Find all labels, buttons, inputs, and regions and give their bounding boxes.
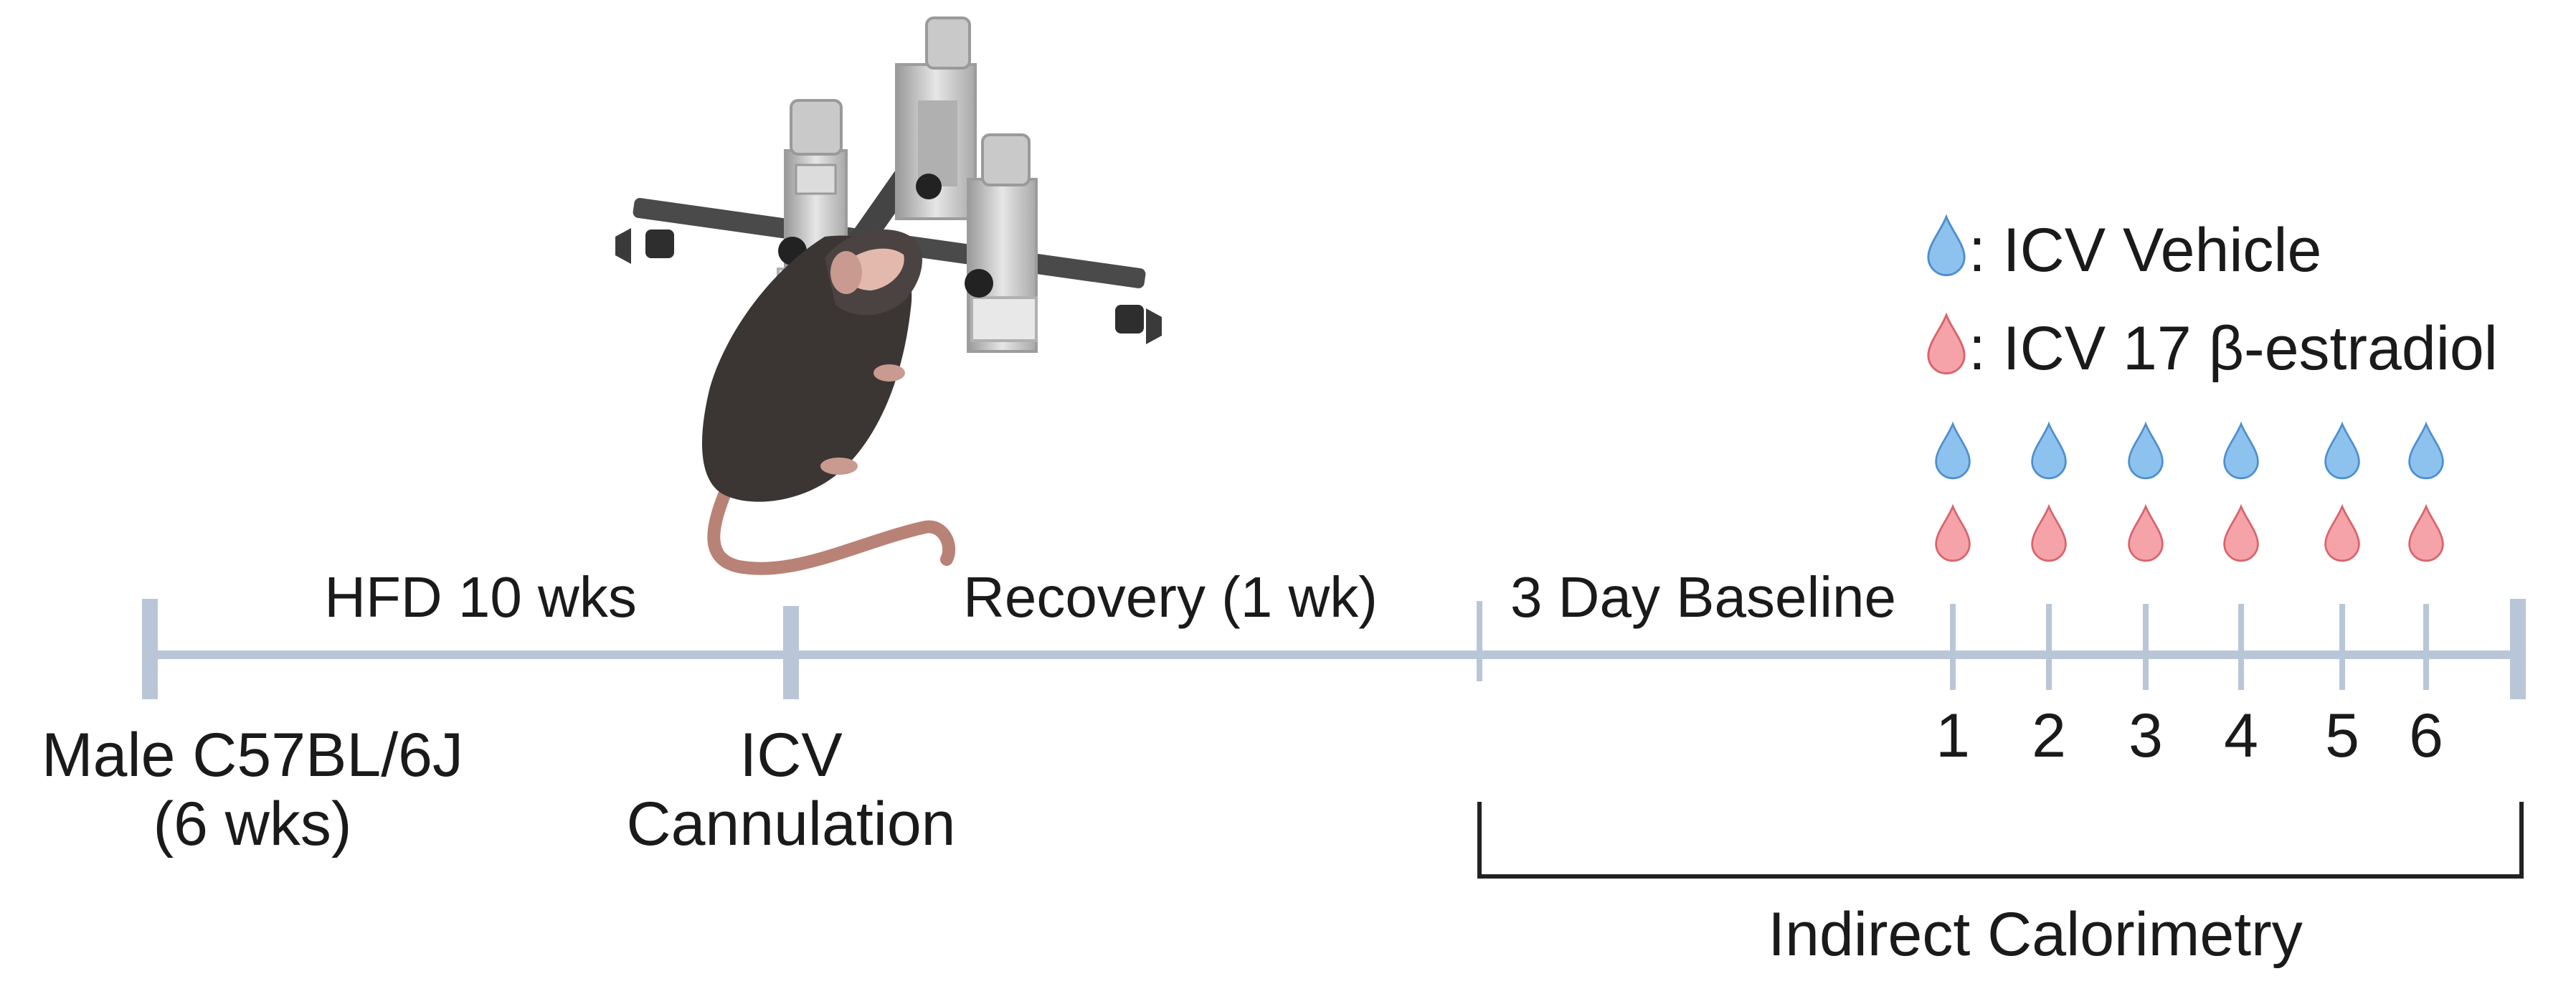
baseline-segment-label: 3 Day Baseline [1510,565,1896,629]
day-number: 6 [2409,701,2443,770]
red-drop-icon [2408,505,2444,562]
cannulation-label-line2: Cannulation [626,790,955,858]
mouse-icon [701,229,956,575]
calorimetry-bracket [1477,802,2524,879]
start-marker [142,599,158,699]
calorimetry-label: Indirect Calorimetry [1768,900,2303,969]
legend-estradiol-label: : ICV 17 β-estradiol [1969,314,2498,383]
day-ticks [1950,604,2429,690]
cannulation-label-line1: ICV [739,721,842,790]
blue-drop-icon [2031,422,2067,480]
blue-drop-icon [1935,422,1971,480]
legend-vehicle-label: : ICV Vehicle [1969,216,2321,285]
recovery-segment-label: Recovery (1 wk) [963,565,1378,629]
day-number: 5 [2325,701,2359,770]
blue-drop-icon [2324,422,2360,480]
day-number: 3 [2128,701,2163,770]
end-marker [2510,599,2526,699]
legend: : ICV Vehicle : ICV 17 β-estradiol [1927,215,2498,383]
blue-drop-icon [1927,215,1966,277]
start-label-line1: Male C57BL/6J [42,721,463,790]
blue-drop-icon [2223,422,2259,480]
day-number: 2 [2032,701,2066,770]
timeline-axis [142,599,2526,699]
day-number: 4 [2224,701,2258,770]
dose-drops [1935,422,2444,562]
hfd-segment-label: HFD 10 wks [324,565,637,629]
red-drop-icon [1927,313,1966,375]
day-number: 1 [1936,701,1970,770]
red-drop-icon [1935,505,1971,562]
cannulation-marker [783,606,799,699]
red-drop-icon [2031,505,2067,562]
start-label-line2: (6 wks) [153,790,351,858]
red-drop-icon [2128,505,2164,562]
red-drop-icon [2223,505,2259,562]
blue-drop-icon [2128,422,2164,480]
red-drop-icon [2324,505,2360,562]
blue-drop-icon [2408,422,2444,480]
